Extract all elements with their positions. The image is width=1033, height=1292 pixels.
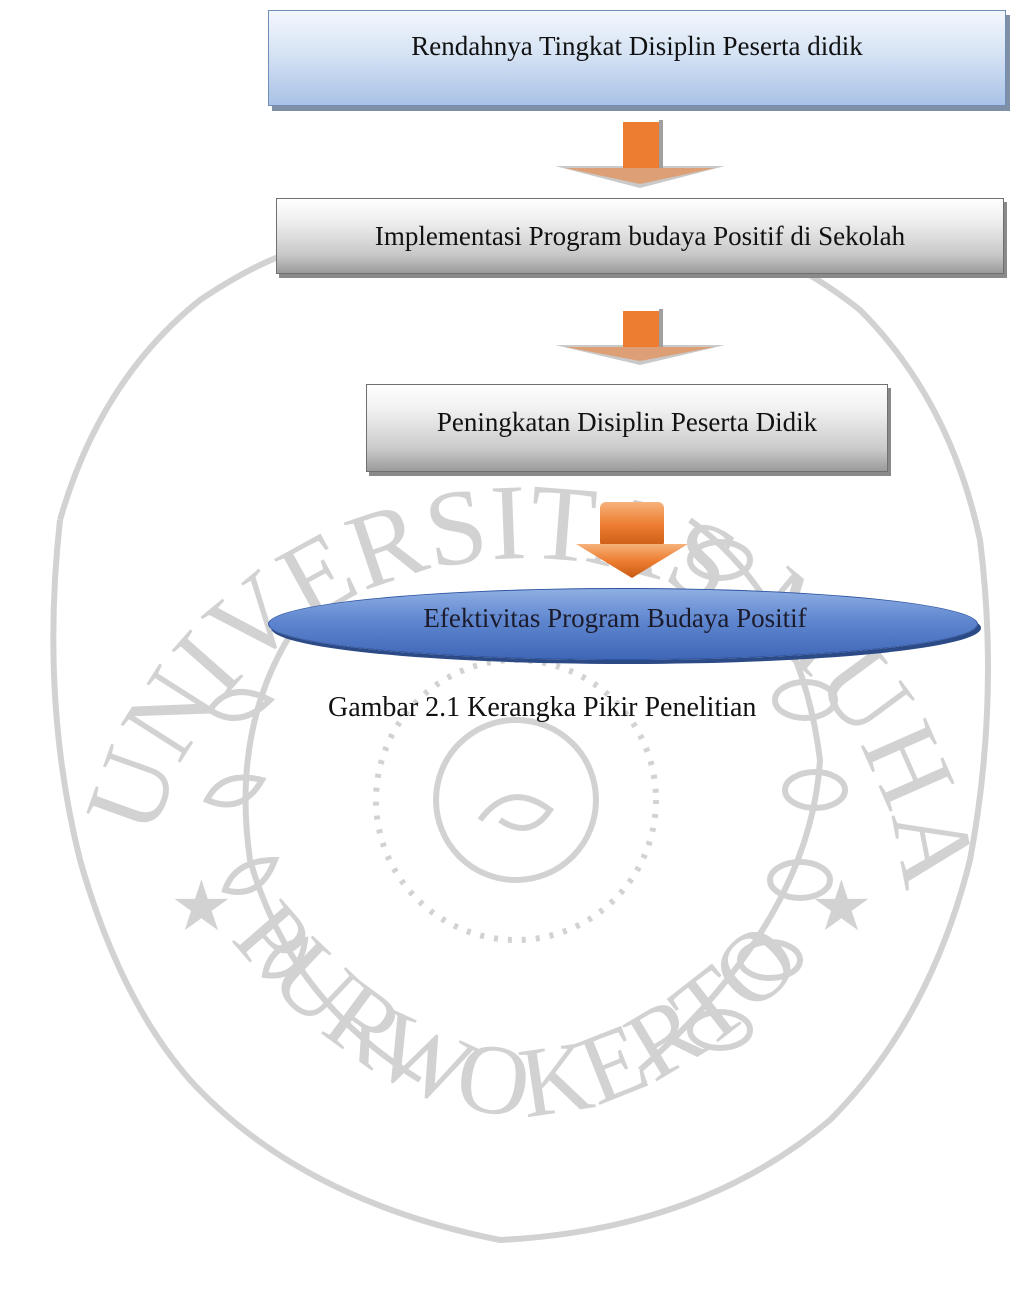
flow-result-label: Efektivitas Program Budaya Positif: [423, 602, 807, 633]
down-arrow-2: [555, 309, 725, 365]
flow-box-improvement: Peningkatan Disiplin Peserta Didik: [366, 384, 888, 472]
svg-text:★: ★: [810, 869, 873, 946]
flow-result-ellipse: Efektivitas Program Budaya Positif: [268, 588, 978, 660]
flow-box-implementation-label: Implementasi Program budaya Positif di S…: [374, 220, 906, 251]
down-arrow-1: [555, 120, 725, 188]
svg-text:PURWOKERTO: PURWOKERTO: [213, 881, 820, 1140]
flow-box-problem-label: Rendahnya Tingkat Disiplin Peserta didik: [411, 31, 863, 61]
flow-box-implementation: Implementasi Program budaya Positif di S…: [276, 198, 1004, 274]
flow-box-problem: Rendahnya Tingkat Disiplin Peserta didik: [268, 10, 1006, 106]
svg-text:★: ★: [170, 869, 233, 946]
figure-caption: Gambar 2.1 Kerangka Pikir Penelitian: [328, 692, 757, 723]
flow-box-improvement-label: Peningkatan Disiplin Peserta Didik: [436, 407, 818, 437]
down-arrow-3: [576, 502, 688, 578]
